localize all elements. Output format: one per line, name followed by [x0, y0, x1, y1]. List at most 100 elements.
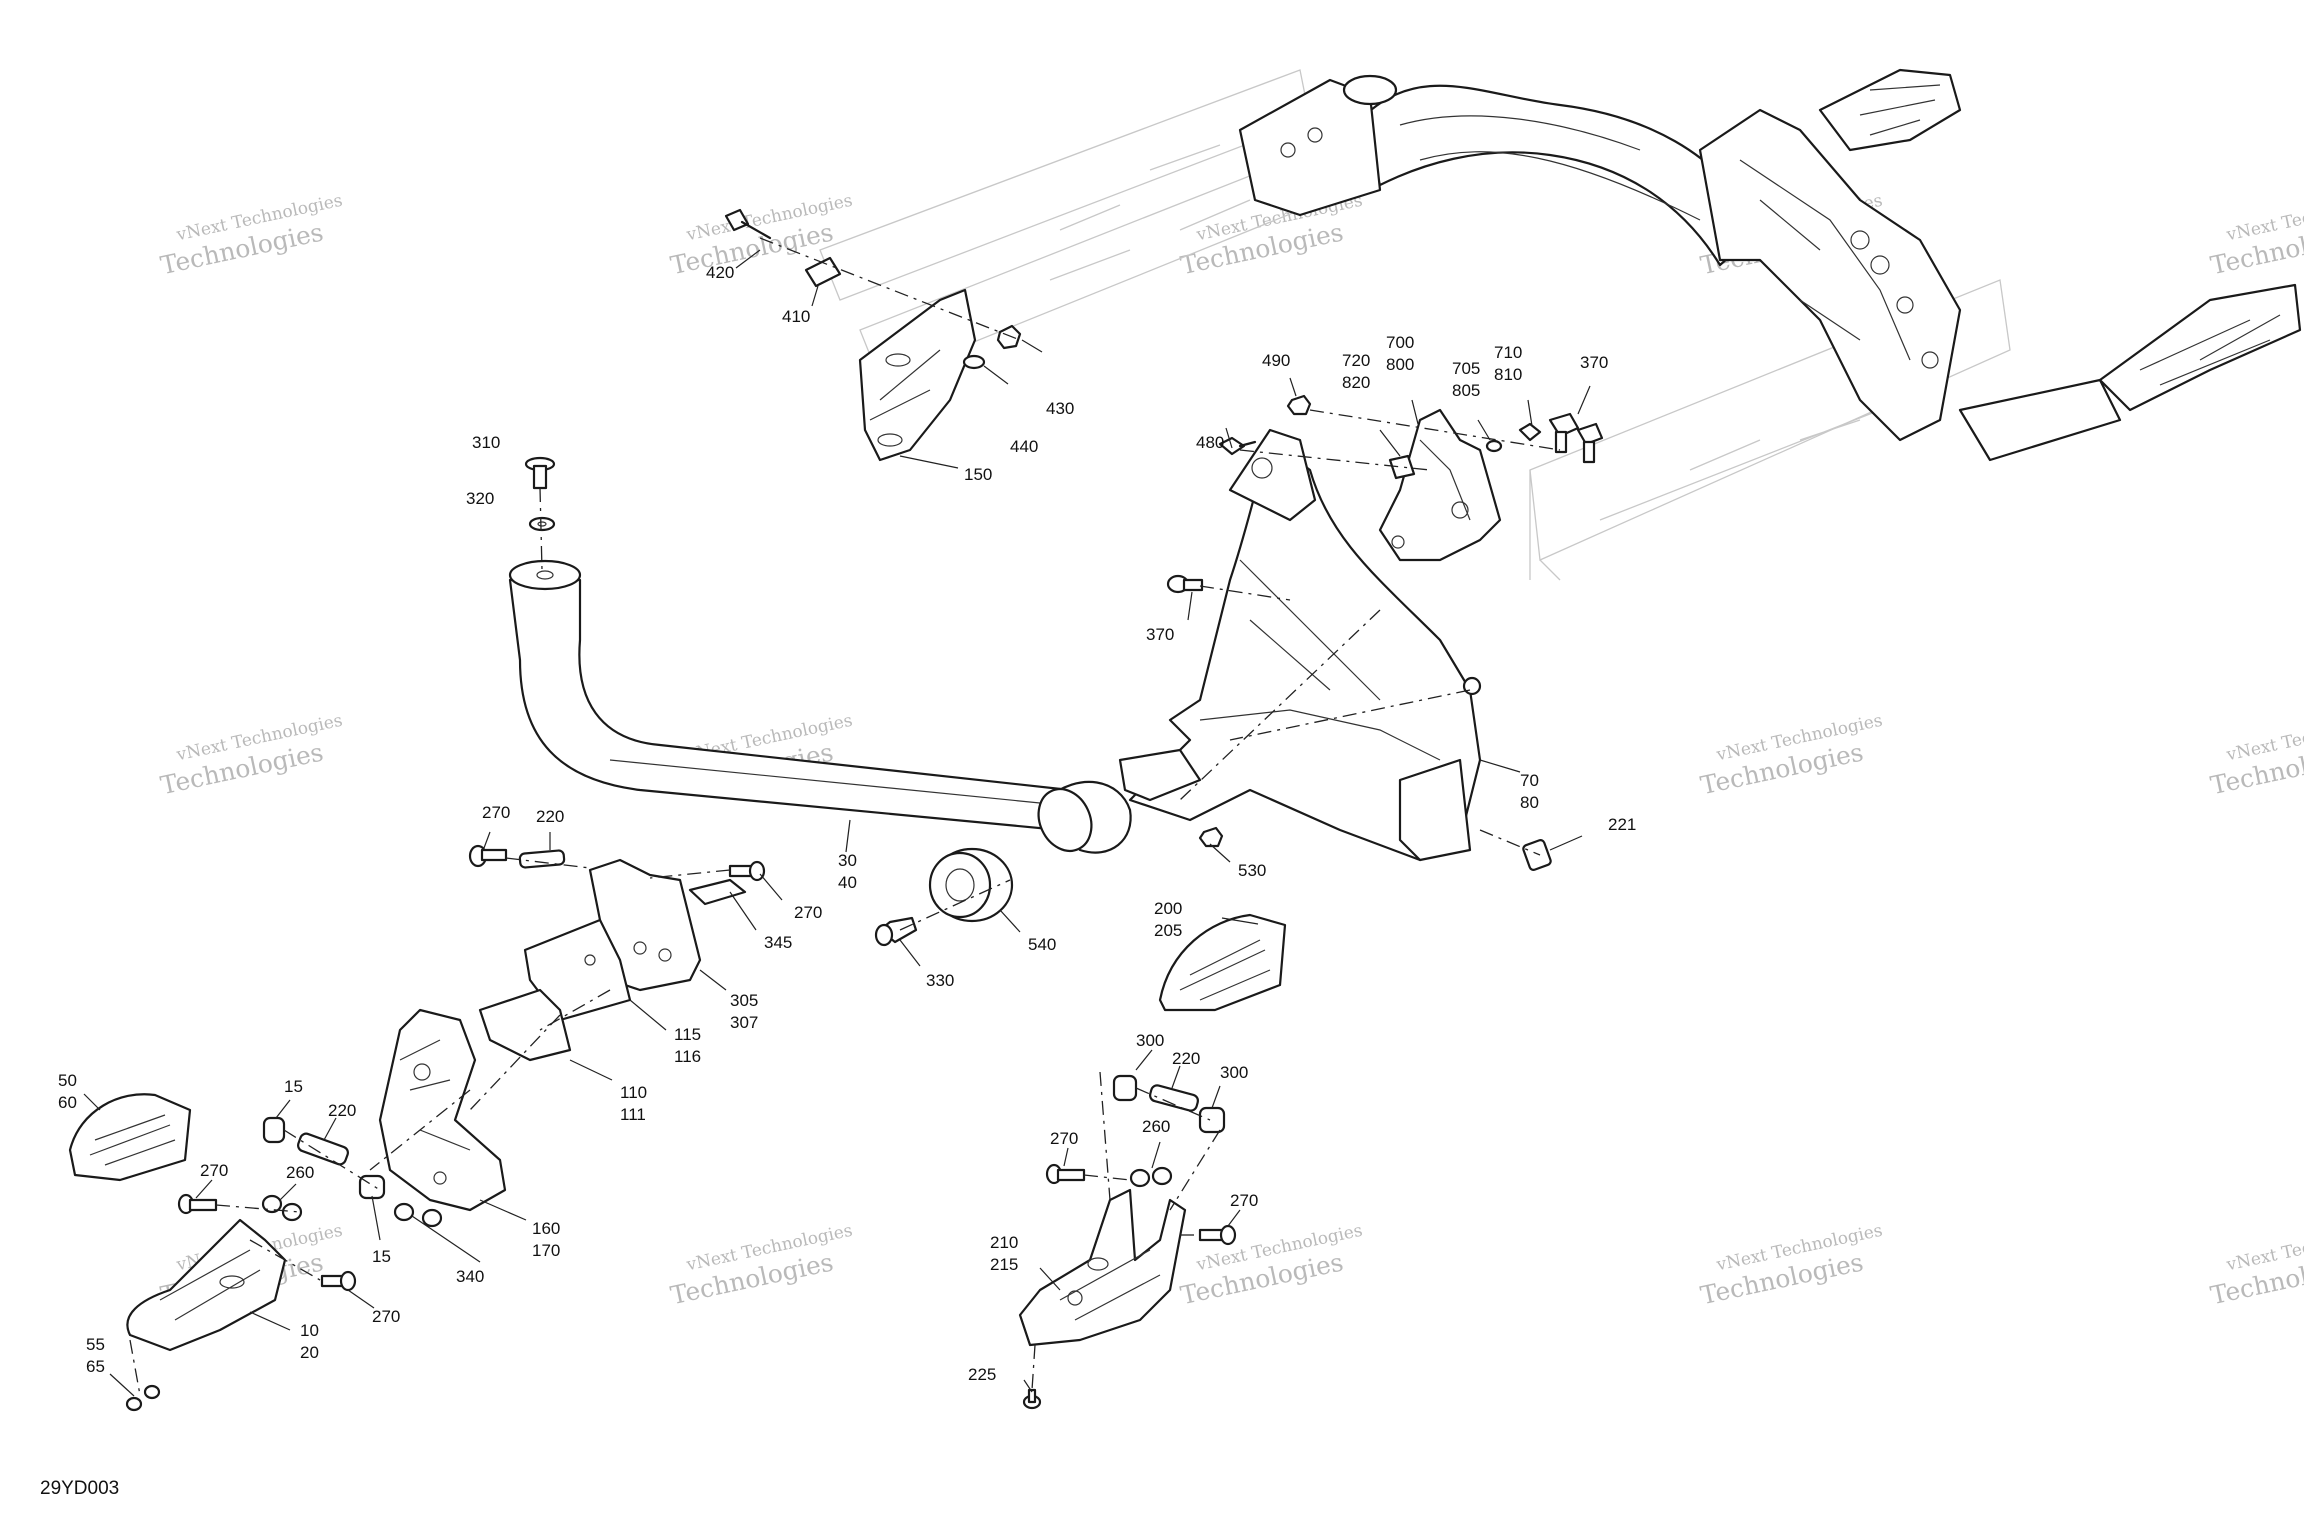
callout-800: 800 [1386, 355, 1414, 374]
bolt-270-e [177, 1193, 218, 1215]
callout-225: 225 [968, 1365, 996, 1384]
bolt-270-d [1198, 1224, 1237, 1246]
bolt-370-upper [1548, 412, 1604, 464]
callout-260a: 260 [1142, 1117, 1170, 1136]
assembly-axes [129, 237, 1561, 1396]
callout-810: 810 [1494, 365, 1522, 384]
callout-210: 210 [990, 1233, 1018, 1252]
callout-221: 221 [1608, 815, 1636, 834]
callout-270d: 270 [1230, 1191, 1258, 1210]
callout-305: 305 [730, 991, 758, 1010]
callout-10: 10 [300, 1321, 319, 1340]
bushing-15-upper [262, 1116, 286, 1144]
callout-270c: 270 [1050, 1129, 1078, 1148]
bolt-310 [524, 456, 556, 490]
right-frame-footpeg-assembly [1698, 68, 2302, 462]
callout-40: 40 [838, 873, 857, 892]
callout-820: 820 [1342, 373, 1370, 392]
nut-530 [1198, 826, 1224, 848]
callout-710: 710 [1494, 343, 1522, 362]
screw-55-65 [125, 1384, 161, 1412]
bushing-300-right [1198, 1106, 1226, 1134]
callout-215: 215 [990, 1255, 1018, 1274]
callout-340: 340 [456, 1267, 484, 1286]
pin-220-lower-left [297, 1132, 349, 1166]
housing-70-80 [1118, 428, 1482, 862]
callout-270b: 270 [794, 903, 822, 922]
callout-116: 116 [674, 1047, 701, 1066]
bolt-270-f [320, 1270, 357, 1292]
pin-220-left [518, 849, 566, 869]
callout-15b: 15 [372, 1247, 391, 1266]
callout-50: 50 [58, 1071, 77, 1090]
callout-420: 420 [706, 263, 734, 282]
callout-310: 310 [472, 433, 500, 452]
callout-700: 700 [1386, 333, 1414, 352]
callout-330: 330 [926, 971, 954, 990]
reference-code: 29YD003 [40, 1478, 119, 1499]
callout-345: 345 [764, 933, 792, 952]
callout-530: 530 [1238, 861, 1266, 880]
plate-345 [688, 878, 747, 906]
callout-205: 205 [1154, 921, 1182, 940]
callout-490: 490 [1262, 351, 1290, 370]
callout-20: 20 [300, 1343, 319, 1362]
callout-540: 540 [1028, 935, 1056, 954]
callout-300a: 300 [1136, 1031, 1164, 1050]
bearing-540 [928, 847, 1014, 923]
footpeg-bracket-10-20 [126, 1218, 287, 1352]
cover-110-111 [478, 988, 572, 1062]
pin-220-right [1148, 1084, 1200, 1112]
callout-220c: 220 [328, 1101, 356, 1120]
footpeg-pad-200-205 [1158, 913, 1287, 1012]
callout-307: 307 [730, 1013, 758, 1032]
callout-170: 170 [532, 1241, 560, 1260]
spacer-221 [1522, 839, 1552, 871]
callout-200: 200 [1154, 899, 1182, 918]
bolt-260-left [261, 1194, 303, 1222]
callout-480: 480 [1196, 433, 1224, 452]
callout-111: 111 [620, 1105, 646, 1124]
callout-805: 805 [1452, 381, 1480, 400]
bracket-160-170 [378, 1008, 507, 1212]
nut-490 [1286, 394, 1312, 416]
callout-70: 70 [1520, 771, 1539, 790]
bolt-330 [874, 916, 918, 947]
callout-320: 320 [466, 489, 494, 508]
callout-55: 55 [86, 1335, 105, 1354]
bolt-270-c [1045, 1163, 1086, 1185]
callout-705: 705 [1452, 359, 1480, 378]
callout-30: 30 [838, 851, 857, 870]
callout-430: 430 [1046, 399, 1074, 418]
handle-tube-30-40 [508, 559, 1132, 854]
bolt-340 [393, 1202, 443, 1228]
washer-320 [528, 516, 556, 532]
callout-160: 160 [532, 1219, 560, 1238]
bolt-270-a [468, 844, 508, 868]
callout-220b: 220 [1172, 1049, 1200, 1068]
bolt-270-b [728, 860, 766, 882]
footpeg-bracket-210-215 [1018, 1188, 1187, 1347]
screw-225 [1022, 1388, 1042, 1410]
callout-720: 720 [1342, 351, 1370, 370]
callout-15a: 15 [284, 1077, 303, 1096]
callout-220a: 220 [536, 807, 564, 826]
callout-410: 410 [782, 307, 810, 326]
bracket-150 [858, 288, 977, 462]
callout-270e: 270 [200, 1161, 228, 1180]
callout-300b: 300 [1220, 1063, 1248, 1082]
callout-80: 80 [1520, 793, 1539, 812]
bolt-420 [724, 208, 772, 240]
callout-370a: 370 [1580, 353, 1608, 372]
callout-370b: 370 [1146, 625, 1174, 644]
bushing-300-left [1112, 1074, 1138, 1102]
bracket-700-800 [1378, 408, 1502, 562]
footpeg-pad-50-60 [68, 1093, 192, 1182]
